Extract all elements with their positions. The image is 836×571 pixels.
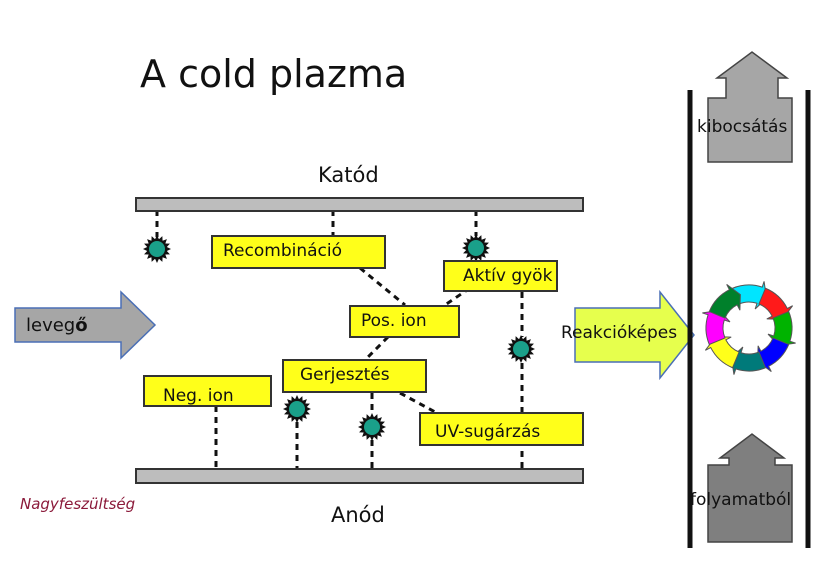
cathode-label: Katód [318, 163, 379, 187]
cycle-segment [758, 287, 794, 320]
reactive-arrow-shape [574, 289, 695, 381]
recombination-box: Recombináció [211, 235, 386, 269]
emission-arrow-shape [707, 51, 793, 163]
particle-icon [462, 234, 490, 262]
cycle-segment [767, 310, 796, 347]
cycle-segment [702, 309, 731, 346]
input-arrow-text: leveg [26, 315, 76, 336]
cycle-segment [730, 346, 767, 375]
particle-icon [283, 395, 311, 423]
uv-radiation-box: UV-sugárzás [419, 412, 584, 446]
particle-icon [143, 235, 171, 263]
anode-label: Anód [331, 503, 385, 527]
voltage-label: Nagyfeszültség [20, 495, 136, 513]
input-arrow-shape [14, 290, 157, 360]
processes-arrow-shape [707, 433, 793, 543]
particle-icon [507, 335, 535, 363]
particle-group [143, 234, 535, 441]
anode-bar [135, 468, 584, 484]
excitation-box: Gerjesztés [282, 359, 427, 393]
neg-ion-box: Neg. ion [143, 375, 272, 407]
input-arrow-text-bold: ő [75, 315, 88, 336]
connector-excitation-uv [399, 391, 436, 414]
emission-label: kibocsátás [697, 117, 788, 137]
cycle-segment [757, 337, 790, 373]
pos-ion-box: Pos. ion [349, 305, 460, 338]
connector-posion-excitation [363, 335, 390, 362]
connector-recomb-posion [359, 266, 406, 307]
reactive-arrow-label: Reakcióképes [561, 323, 678, 343]
cycle-arrows-icon [702, 281, 796, 375]
cycle-segment [731, 281, 768, 310]
cathode-bar [135, 197, 584, 212]
particle-icon [358, 413, 386, 441]
active-radical-box: Aktív gyök [443, 260, 558, 292]
cycle-segment [704, 336, 740, 369]
input-arrow-label: levegő [26, 315, 88, 336]
page-title: A cold plazma [140, 52, 408, 96]
processes-label: folyamatból [690, 490, 792, 510]
cycle-segment [708, 283, 741, 319]
